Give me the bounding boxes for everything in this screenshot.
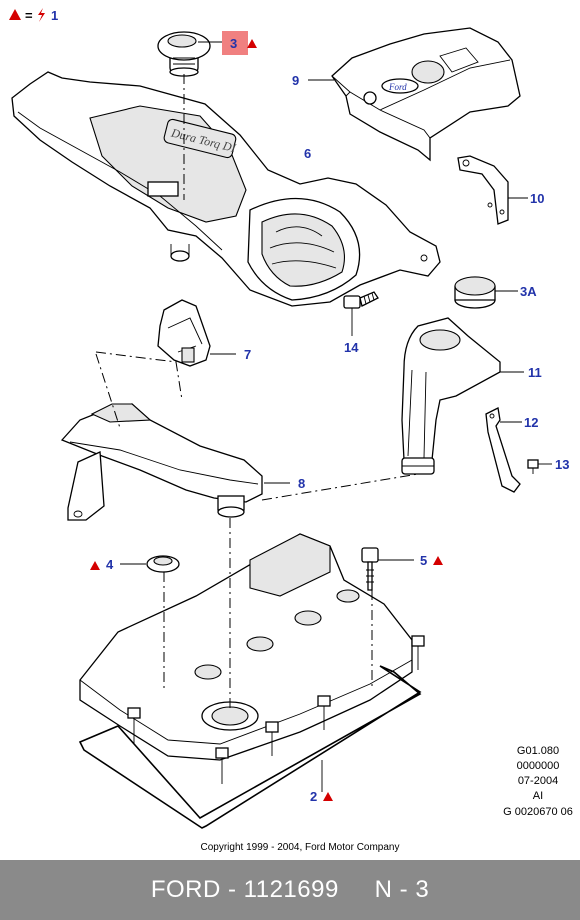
ref-line-5: G 0020670 06	[503, 806, 573, 818]
camshaft-cap-row	[194, 589, 360, 680]
callout-3-highlight	[222, 31, 248, 55]
stud-bolt-5	[361, 547, 379, 591]
callout-5: 5	[420, 553, 427, 568]
warning-triangle-icon	[90, 561, 100, 570]
footer-page: N - 3	[374, 876, 430, 903]
ref-line-1: G01.080	[517, 745, 559, 757]
oil-filler-cap	[157, 31, 211, 77]
callout-8: 8	[298, 476, 305, 491]
callout-3: 3	[230, 36, 237, 51]
callout-14: 14	[344, 340, 359, 355]
callout-11: 11	[528, 365, 542, 380]
ref-line-2: 0000000	[517, 760, 560, 772]
seal-4	[146, 555, 180, 573]
engine-top-cover: Dura Torq DI	[11, 71, 441, 307]
footer-text: FORD - 1121699 N - 3	[150, 876, 430, 903]
reference-block: G01.080 0000000 07-2004 AI G 0020670 06	[503, 745, 573, 818]
footer-brand: FORD	[150, 876, 221, 903]
warning-triangle-icon	[9, 9, 21, 20]
ref-line-4: AI	[533, 790, 543, 802]
footer-part-number: 1121699	[243, 876, 339, 903]
cap-3a	[454, 276, 496, 309]
warning-triangle-icon	[323, 792, 333, 801]
legend-equals: =	[25, 8, 33, 23]
callout-3a: 3A	[520, 284, 537, 299]
callout-10: 10	[530, 191, 544, 206]
assembly-lines	[95, 74, 419, 708]
copyright-text: Copyright 1999 - 2004, Ford Motor Compan…	[201, 842, 400, 853]
warning-triangle-icon	[433, 556, 443, 565]
bracket-12	[485, 407, 521, 493]
screw-13	[527, 459, 539, 474]
ford-badge-text: Ford	[388, 82, 407, 92]
warning-triangle-icon	[247, 39, 257, 48]
gasket-2	[78, 665, 422, 829]
callout-12: 12	[524, 415, 538, 430]
callout-4: 4	[106, 557, 114, 572]
callout-2: 2	[310, 789, 317, 804]
legend-number: 1	[51, 8, 58, 23]
callout-13: 13	[555, 457, 569, 472]
cover-bolts	[127, 635, 425, 784]
footer-bar: FORD - 1121699 N - 3	[0, 860, 580, 920]
legend: = 1	[9, 8, 58, 23]
intake-hose-8	[60, 403, 263, 521]
engine-cover-ford: Ford	[331, 27, 521, 162]
ref-line-3: 07-2004	[518, 775, 558, 787]
bolt-14	[343, 291, 379, 309]
bracket-10	[457, 155, 509, 225]
callout-6: 6	[304, 146, 311, 161]
air-intake-duct	[401, 317, 501, 475]
exploded-parts-diagram: = 1 Dura Torq DI Ford	[9, 8, 573, 853]
callout-9: 9	[292, 73, 299, 88]
callout-7: 7	[244, 347, 251, 362]
ford-badge	[381, 78, 419, 94]
valve-cover	[79, 533, 425, 784]
lightning-icon	[38, 8, 45, 22]
clip-7	[157, 299, 211, 367]
